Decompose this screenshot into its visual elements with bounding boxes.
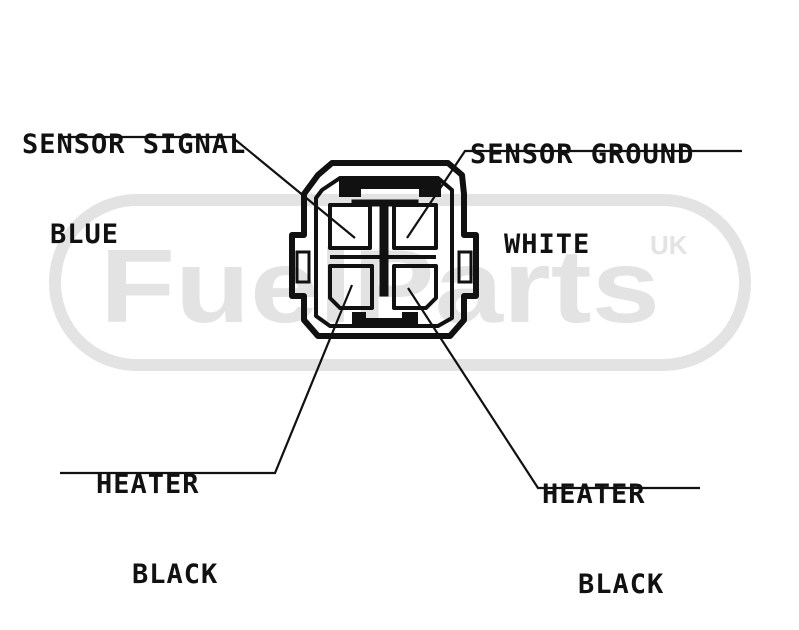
connector-pinout-diagram: FuelParts UK	[49, 135, 751, 490]
connector-center-divider	[351, 199, 419, 297]
connector-latch	[339, 179, 441, 197]
leader-heater-left	[60, 284, 354, 475]
label-sensor-signal-color: BLUE	[50, 219, 120, 250]
label-heater-right: HEATER BLACK	[542, 420, 664, 630]
label-sensor-ground-name: SENSOR GROUND	[470, 139, 695, 170]
connector-bottom-key	[352, 312, 418, 326]
pin-cavity-top-right	[392, 203, 438, 250]
label-heater-right-name: HEATER	[542, 479, 646, 510]
label-heater-right-color: BLACK	[578, 569, 665, 600]
connector	[289, 160, 479, 339]
label-heater-left: HEATER BLACK	[96, 410, 218, 620]
connector-right-tab	[457, 250, 473, 284]
pin-cavity-bottom-left	[328, 264, 374, 310]
label-sensor-ground-color: WHITE	[504, 229, 591, 260]
label-sensor-signal: SENSOR SIGNAL BLUE	[22, 70, 246, 280]
label-heater-left-color: BLACK	[132, 559, 219, 590]
watermark-region: UK	[650, 230, 688, 260]
leader-sensor-ground	[406, 149, 742, 239]
connector-left-tab	[295, 250, 311, 284]
label-sensor-ground: SENSOR GROUND WHITE	[470, 80, 694, 290]
pin-cavity-bottom-right	[392, 264, 438, 310]
connector-inner-body	[314, 176, 454, 328]
label-heater-left-name: HEATER	[96, 469, 200, 500]
leader-heater-right	[407, 287, 700, 490]
label-sensor-signal-name: SENSOR SIGNAL	[22, 129, 247, 160]
leader-lines	[58, 135, 742, 490]
connector-outer-shell	[289, 160, 479, 339]
